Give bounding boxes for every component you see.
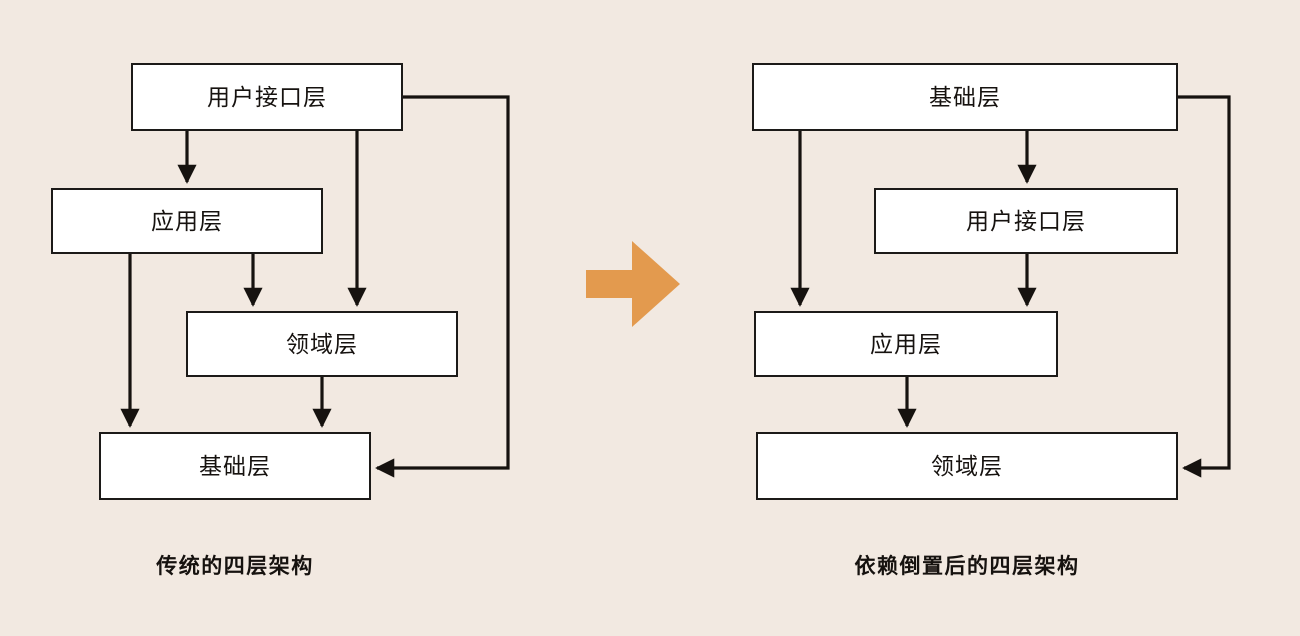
right-arrow-icon [586, 241, 680, 327]
right-diagram-caption: 依赖倒置后的四层架构 [854, 555, 1080, 578]
left-box-domain-layer-label: 领域层 [286, 330, 358, 357]
right-box-infrastructure-layer[interactable]: 基础层 [752, 63, 1178, 131]
left-box-application-layer-label: 应用层 [151, 207, 223, 234]
left-box-infrastructure-layer[interactable]: 基础层 [99, 432, 371, 500]
left-box-domain-layer[interactable]: 领域层 [186, 311, 458, 377]
left-box-user-interface-layer-label: 用户接口层 [207, 83, 327, 110]
right-arrow-infra-to-domain-feedback [1178, 95, 1231, 478]
left-diagram-caption: 传统的四层架构 [156, 555, 314, 578]
right-box-user-interface-layer-label: 用户接口层 [966, 207, 1086, 234]
left-arrow-ui-to-infra-feedback [375, 95, 510, 478]
left-box-application-layer[interactable]: 应用层 [51, 188, 323, 254]
transition-arrow-group [586, 241, 680, 327]
right-box-domain-layer-label: 领域层 [931, 452, 1003, 479]
left-diagram-connectors [120, 95, 510, 478]
left-box-user-interface-layer[interactable]: 用户接口层 [131, 63, 403, 131]
left-box-infrastructure-layer-label: 基础层 [199, 452, 271, 479]
right-diagram-connectors [790, 95, 1231, 478]
right-box-application-layer[interactable]: 应用层 [754, 311, 1058, 377]
right-box-domain-layer[interactable]: 领域层 [756, 432, 1178, 500]
right-box-infrastructure-layer-label: 基础层 [929, 83, 1001, 110]
right-box-application-layer-label: 应用层 [870, 330, 942, 357]
right-box-user-interface-layer[interactable]: 用户接口层 [874, 188, 1178, 254]
